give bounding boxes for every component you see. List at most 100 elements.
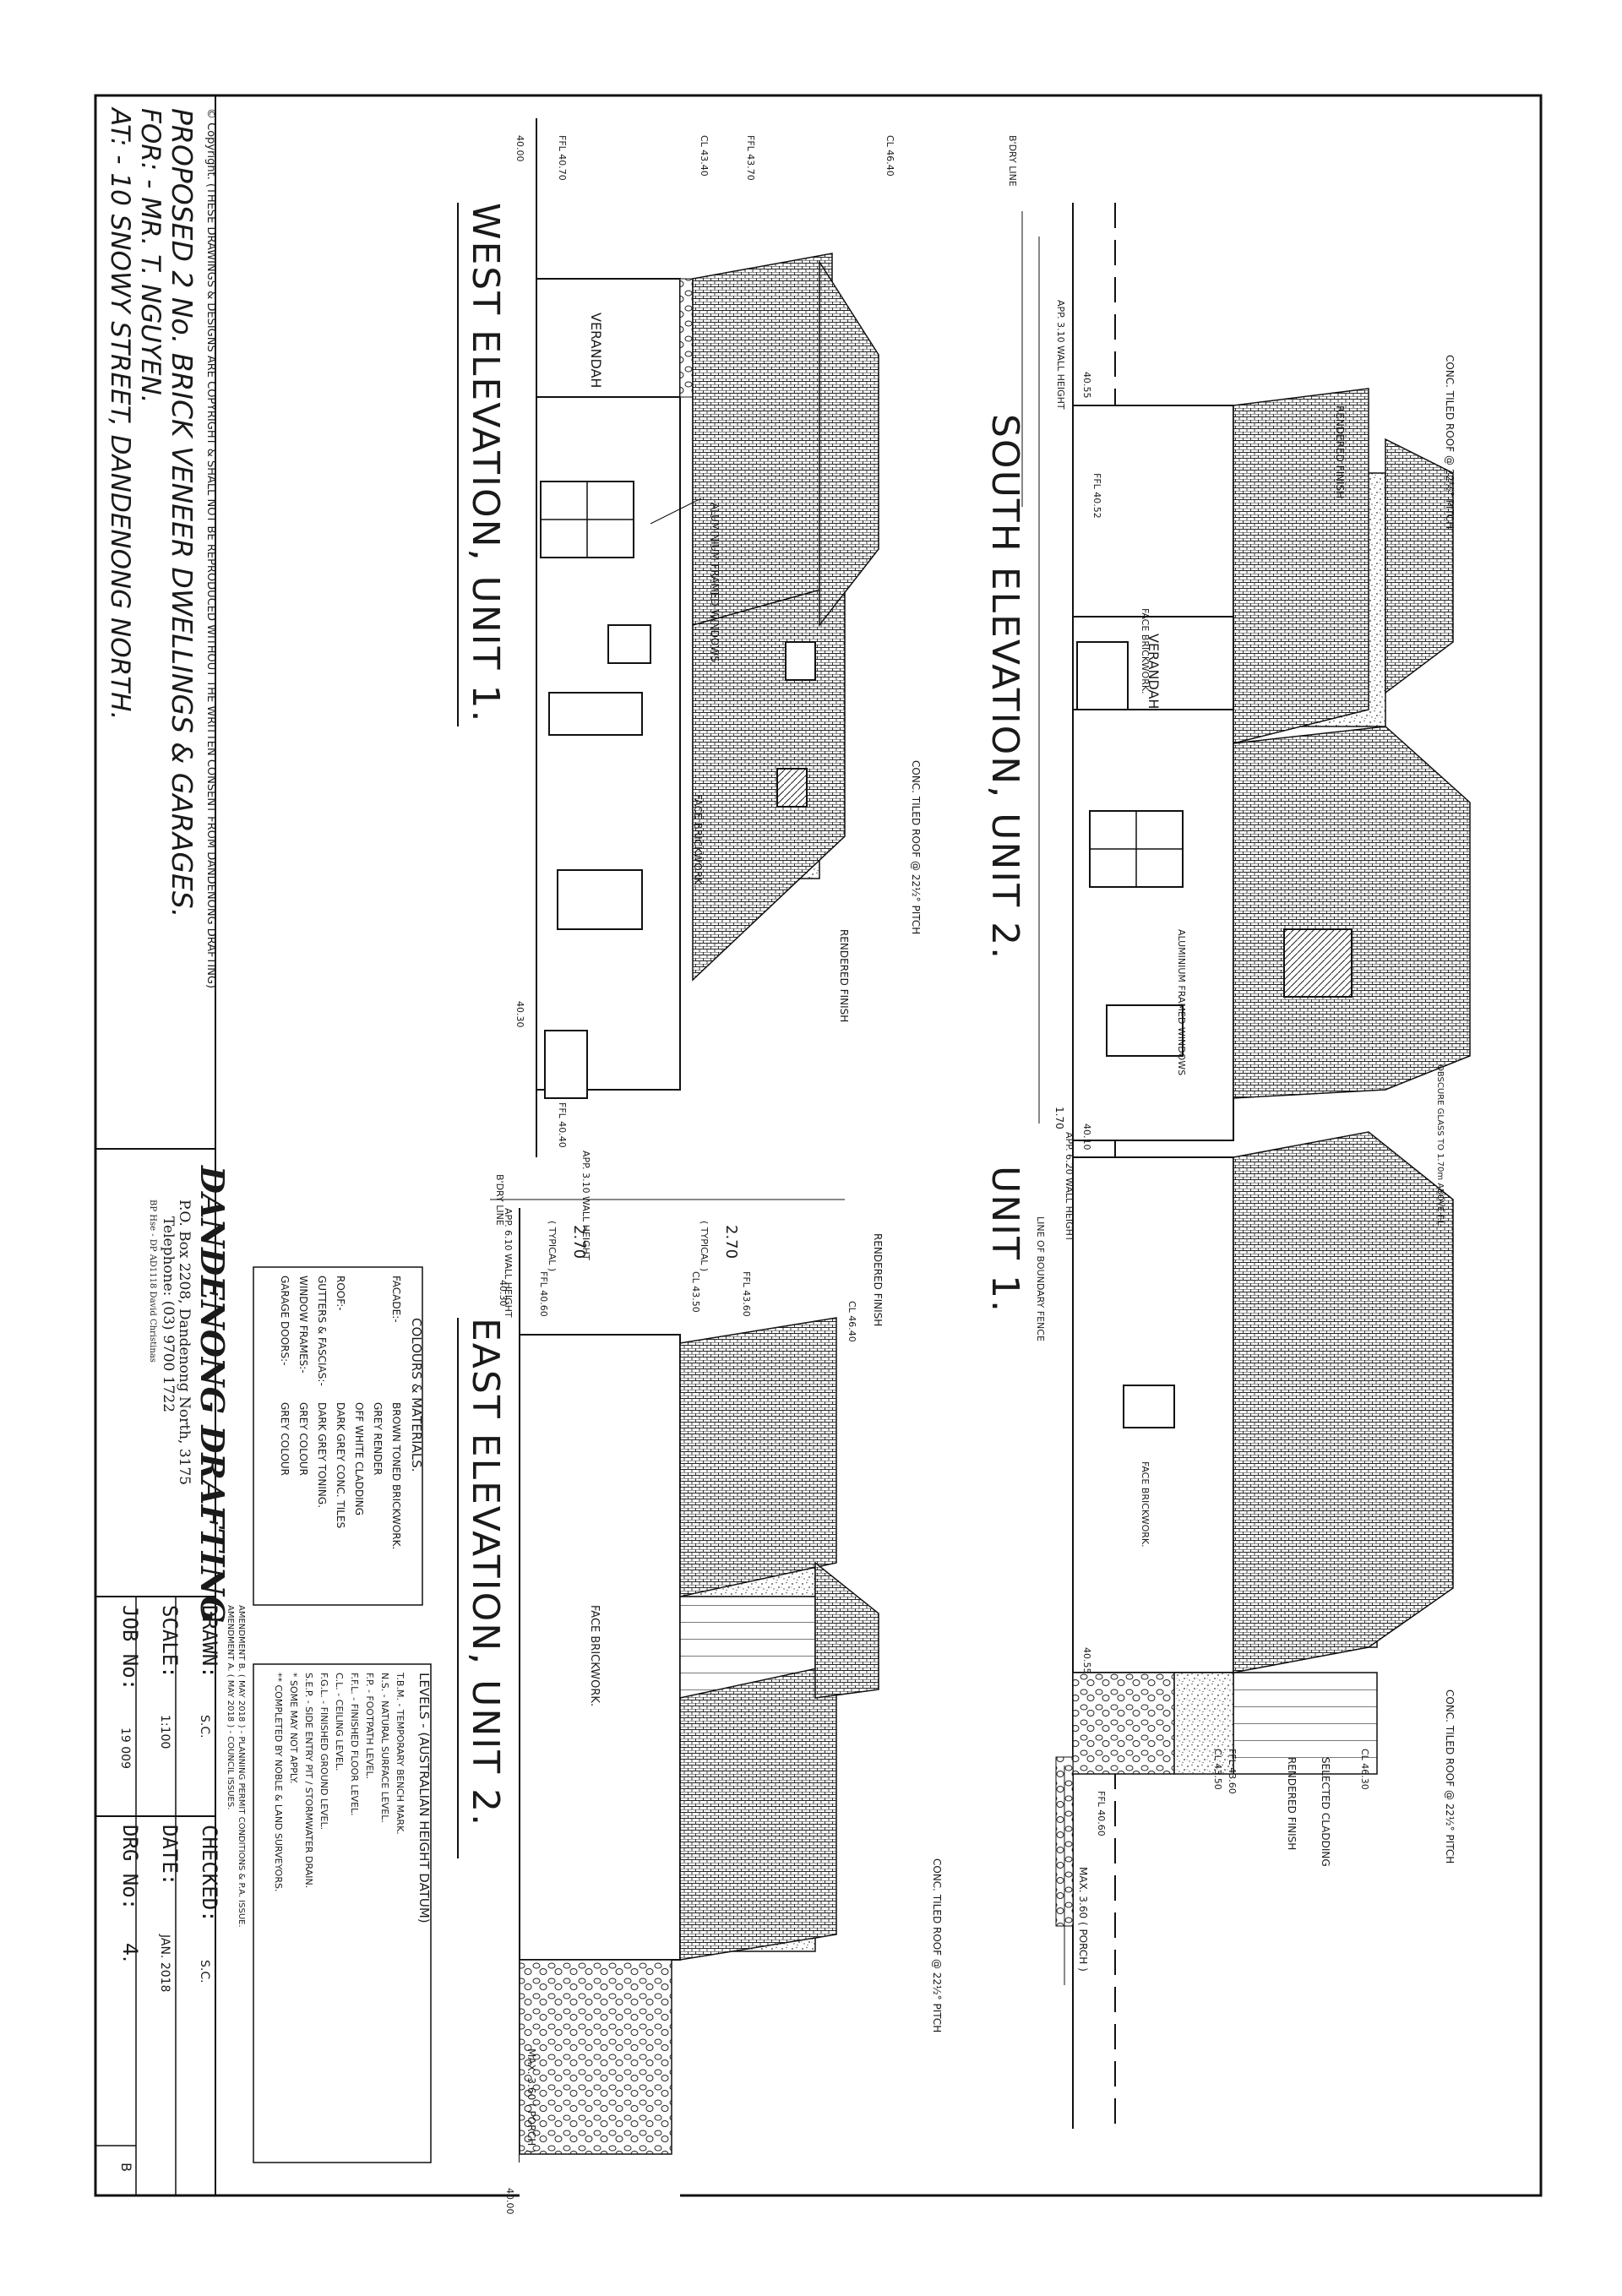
east-dim-upper: 2.70 — [722, 1225, 740, 1259]
job-label: JOB No: — [118, 1605, 142, 1690]
levels-heading: LEVELS - (AUSTRALIAN HEIGHT DATUM) — [416, 1673, 432, 1923]
south-render-label: RENDERED FINISH — [1334, 405, 1346, 498]
west-elevation: WEST ELEVATION, UNIT 1. VERANDAH ALUMINI… — [457, 118, 922, 1260]
south-dim-170: 1.70 — [1053, 1107, 1065, 1129]
colour-item: WINDOW FRAMES:- — [297, 1276, 309, 1374]
colours-materials-table: COLOURS & MATERIALS. FACADE:-BROWN TONED… — [253, 1266, 424, 1606]
east-dim-lower: 2.70 — [570, 1225, 588, 1259]
copyright-note: © Copyright. (THESE DRAWINGS & DESIGNS A… — [204, 108, 217, 988]
title-block: © Copyright. (THESE DRAWINGS & DESIGNS A… — [95, 95, 246, 2195]
firm-phone: Telephone: (03) 9700 1722 — [160, 1216, 177, 1412]
west-level-left: 40.00 — [514, 135, 525, 162]
south-cl-level: CL 46.30 — [1359, 1749, 1370, 1790]
west-ffl-upper: FFL 43.70 — [745, 135, 756, 181]
south-wall-height-unit1: APP. 6.20 WALL HEIGHT — [1064, 1132, 1075, 1242]
south-boundary-label: B'DRY LINE — [1007, 135, 1018, 187]
west-veranda-label: VERANDAH — [588, 313, 604, 388]
colours-heading: COLOURS & MATERIALS. — [409, 1318, 424, 1472]
south-porch-dim: MAX. 3.60 ( PORCH ) — [1077, 1867, 1089, 1972]
colour-item: GUTTERS & FASCIAS:- — [316, 1276, 328, 1386]
south-roof-label-right: CONC. TILED ROOF @ 22½° PITCH — [1444, 1689, 1456, 1863]
east-porch-dim: MAX. 3.60 ( PORCH ) — [525, 2048, 537, 2153]
level-row: * SOME MAY NOT APPLY. — [288, 1673, 299, 1784]
west-ffl-right: FFL 40.40 — [557, 1102, 568, 1148]
colour-value: GREY RENDER — [372, 1402, 384, 1475]
levels-legend: LEVELS - (AUSTRALIAN HEIGHT DATUM) T.B.M… — [253, 1663, 432, 2163]
west-roof-label: CONC. TILED ROOF @ 22½° PITCH — [910, 760, 922, 934]
west-face-brick-label: FACE BRICKWORK. — [692, 794, 704, 888]
colour-item: ROOF:- — [335, 1276, 346, 1311]
colour-value: DARK GREY CONC. TILES — [335, 1402, 346, 1528]
south-veranda-label: VERANDAH — [1146, 634, 1162, 709]
checked-label: CHECKED: — [198, 1825, 221, 1923]
scale-label: SCALE: — [158, 1605, 182, 1678]
checked-value: S.C. — [198, 1960, 211, 1983]
drg-value: 4. — [118, 1943, 142, 1962]
south-roof-label-left: CONC. TILED ROOF @ 22½° PITCH — [1444, 355, 1456, 529]
east-elevation-title: EAST ELEVATION, UNIT 2. — [464, 1318, 507, 1827]
site-address: AT: - 10 SNOWY STREET, DANDENONG NORTH. — [105, 106, 135, 720]
scale-value: 1:100 — [158, 1715, 171, 1749]
south-cladding-label: SELECTED CLADDING — [1320, 1757, 1331, 1867]
south-level-a: 40.55 — [1081, 372, 1092, 399]
level-row: F.F.L. - FINISHED FLOOR LEVEL. — [349, 1673, 360, 1816]
west-render-label: RENDERED FINISH — [838, 929, 850, 1022]
east-cl-top: CL 46.40 — [846, 1301, 857, 1342]
project-description: PROPOSED 2 No. BRICK VENEER DWELLINGS & … — [166, 108, 199, 917]
level-row: F.P. - FOOTPATH LEVEL. — [364, 1673, 375, 1779]
south-windows-label: ALUMINIUM FRAMED WINDOWS — [1176, 929, 1187, 1075]
east-cl-lower: CL 43.50 — [690, 1271, 701, 1313]
south-face-brick-right: FACE BRICKWORK. — [1140, 1461, 1151, 1548]
drawn-label: DRAWN: — [198, 1605, 221, 1678]
south-level-b: 40.10 — [1081, 1124, 1092, 1151]
colour-item: FACADE:- — [390, 1276, 402, 1323]
east-dim-lower-note: ( TYPICAL ) — [547, 1221, 558, 1271]
west-elevation-title: WEST ELEVATION, UNIT 1. — [464, 203, 507, 724]
sheet-border — [94, 94, 1543, 2197]
east-roof-label: CONC. TILED ROOF @ 22½° PITCH — [931, 1858, 943, 2032]
colour-item: GARAGE DOORS:- — [279, 1276, 291, 1366]
job-value: 19 009 — [118, 1727, 132, 1769]
east-level-right: 40.00 — [504, 2188, 515, 2215]
client-name: FOR: - MR. T. NGUYEN. — [135, 108, 166, 404]
firm-registration: BP Hse - DP AD1118 David Christinas — [148, 1200, 157, 1363]
amendment-a: AMENDMENT A. ( MAY 2018 ) - COUNCIL ISSU… — [226, 1605, 235, 1809]
west-ffl-lower: FFL 40.70 — [557, 135, 568, 181]
south-elevation: SOUTH ELEVATION, UNIT 2. UNIT 1. VERANDA… — [983, 135, 1471, 2129]
level-row: T.B.M. - TEMPORARY BENCH MARK. — [395, 1672, 406, 1835]
level-row: S.E.P. - SIDE ENTRY PIT / STORMWATER DRA… — [303, 1673, 314, 1888]
west-cl-lower: CL 43.40 — [699, 135, 710, 177]
level-row: ** COMPLETED BY NOBLE & LAND SURVEYORS. — [273, 1673, 284, 1891]
date-label: DATE: — [158, 1825, 182, 1885]
east-ffl-lower: FFL 40.60 — [538, 1271, 549, 1317]
west-level-right: 40.30 — [514, 1001, 525, 1028]
south-cl-lower: CL 43.50 — [1212, 1749, 1223, 1790]
colour-value: OFF WHITE CLADDING — [353, 1402, 365, 1515]
south-face-brick-left: FACE BRICKWORK. — [1140, 608, 1151, 694]
west-wall-height: APP. 3.10 WALL HEIGHT — [580, 1151, 591, 1260]
south-render-label-2: RENDERED FINISH — [1286, 1757, 1298, 1850]
firm-name: DANDENONG DRAFTING — [193, 1165, 231, 1624]
level-row: F.G.L. - FINISHED GROUND LEVEL. — [318, 1673, 329, 1830]
colour-value: GREY COLOUR — [297, 1402, 309, 1476]
level-row: N.S. - NATURAL SURFACE LEVEL. — [379, 1673, 390, 1823]
east-wall-height: APP. 6.10 WALL HEIGHT — [503, 1208, 514, 1318]
east-elevation: EAST ELEVATION, UNIT 2. FACE BRICKWORK. … — [457, 1199, 943, 2289]
south-elevation-title: SOUTH ELEVATION, UNIT 2. — [983, 414, 1026, 960]
east-face-brick-label: FACE BRICKWORK. — [588, 1605, 601, 1706]
east-render-label: RENDERED FINISH — [872, 1233, 884, 1326]
west-cl-top: CL 46.40 — [884, 135, 895, 177]
east-ffl-upper: FFL 43.60 — [741, 1271, 752, 1317]
drg-label: DRG No: — [118, 1825, 142, 1910]
east-dim-upper-note: ( TYPICAL ) — [699, 1221, 710, 1271]
colour-value: DARK GREY TONING. — [316, 1402, 328, 1508]
south-wall-height-unit2: APP. 3.10 WALL HEIGHT — [1055, 300, 1066, 410]
colour-value: GREY COLOUR — [279, 1402, 291, 1476]
south-unit1-title: UNIT 1. — [983, 1166, 1026, 1314]
level-row: C.L. - CEILING LEVEL. — [334, 1673, 345, 1771]
south-level-c: 40.55 — [1081, 1647, 1092, 1674]
date-value: JAN. 2018 — [158, 1934, 171, 1992]
amendment-b: AMENDMENT B. ( MAY 2018 ) - PLANNING PER… — [237, 1605, 246, 1928]
